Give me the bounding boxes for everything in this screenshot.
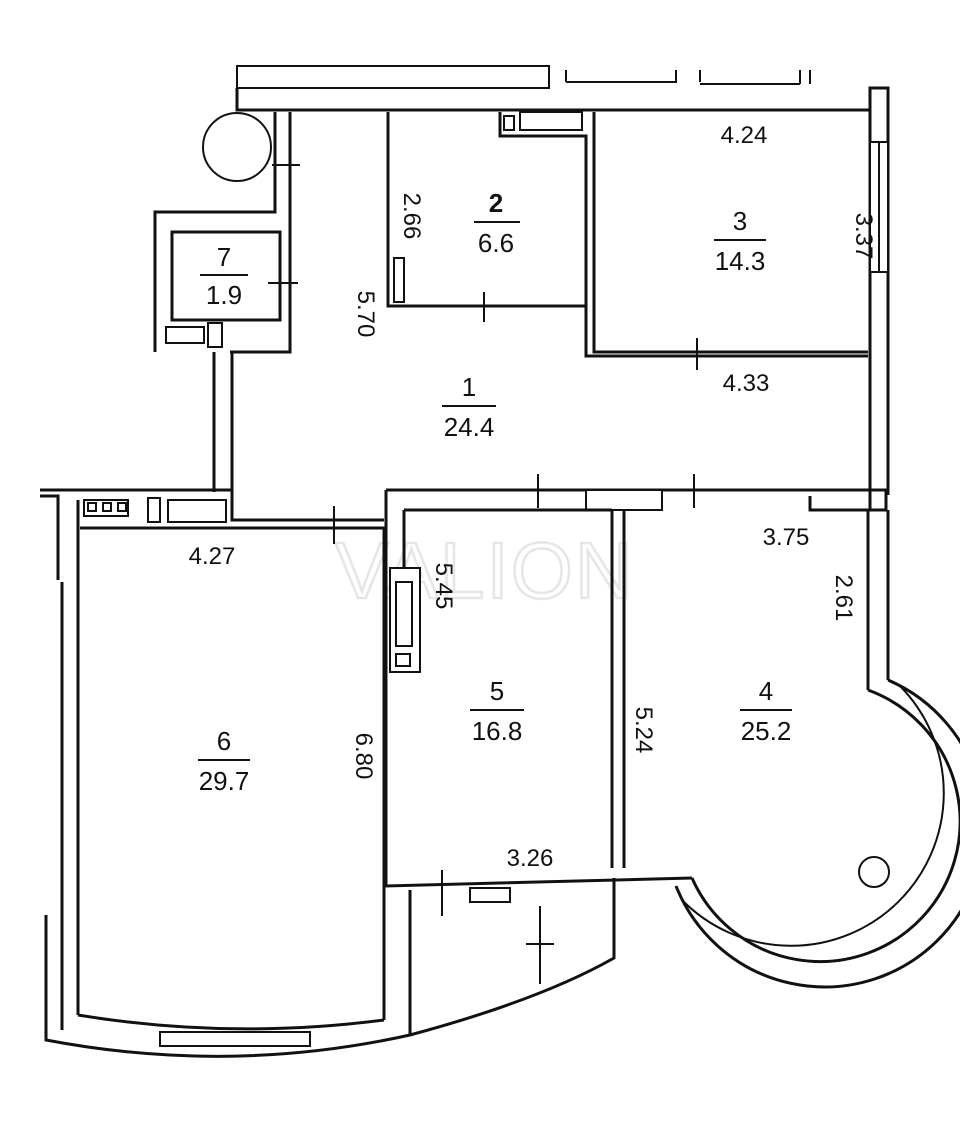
dimension-label: 2.66 [398,193,425,240]
svg-text:1.9: 1.9 [206,280,242,310]
dimension-label: 5.24 [630,707,657,754]
room-label-3: 3 14.3 [714,206,766,276]
room-6 [40,488,411,1058]
svg-text:2: 2 [489,188,503,218]
dimension-label: 3.37 [850,213,877,260]
dimension-label: 2.61 [830,575,857,622]
room-label-6: 6 29.7 [198,726,250,796]
room-label-5: 5 16.8 [470,676,524,746]
room-2 [386,111,588,322]
room-label-2: 2 6.6 [474,188,520,258]
dimension-label: 6.80 [350,733,377,780]
dimension-label: 4.27 [189,543,236,570]
svg-text:3: 3 [733,206,747,236]
room-4 [674,510,960,989]
svg-text:16.8: 16.8 [472,716,523,746]
room-7 [165,230,298,348]
room-3 [584,112,868,370]
svg-text:6.6: 6.6 [478,228,514,258]
svg-text:25.2: 25.2 [741,716,792,746]
svg-text:24.4: 24.4 [444,412,495,442]
dimension-label: 3.26 [507,845,554,872]
dimension-label: 4.33 [723,370,770,397]
svg-text:4: 4 [759,676,773,706]
room-label-4: 4 25.2 [740,676,792,746]
dimension-label: 3.75 [763,524,810,551]
svg-text:14.3: 14.3 [715,246,766,276]
dimension-label: 5.45 [430,563,457,610]
svg-text:5: 5 [490,676,504,706]
svg-text:6: 6 [217,726,231,756]
room-1 [212,352,888,544]
room-5 [384,490,693,1037]
room-label-1: 1 24.4 [442,372,496,442]
svg-text:1: 1 [462,372,476,402]
dimension-label: 5.70 [352,291,379,338]
svg-text:7: 7 [217,242,231,272]
column-top-left [153,112,300,354]
dimension-label: 4.24 [721,122,768,149]
top-walls [235,65,890,510]
room-label-7: 7 1.9 [200,242,248,310]
svg-text:29.7: 29.7 [199,766,250,796]
watermark: VALION [335,526,635,615]
